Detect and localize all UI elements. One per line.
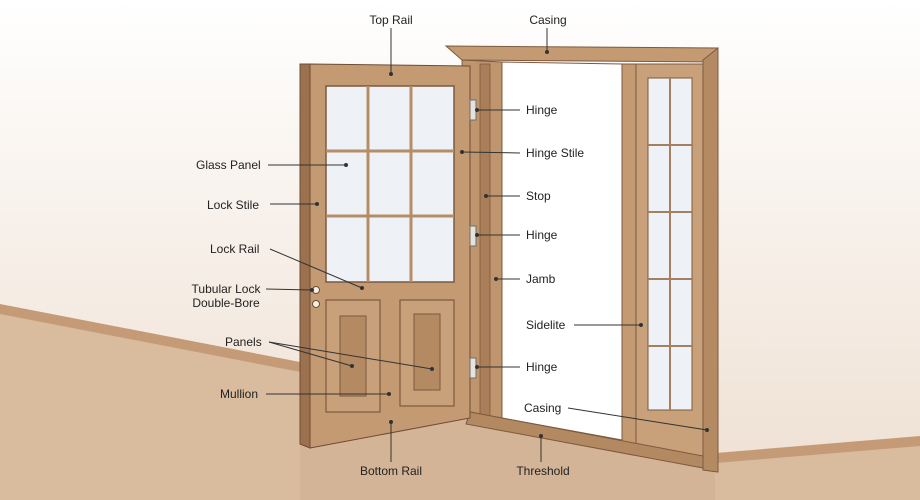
label-hinge-stile: Hinge Stile xyxy=(526,146,585,160)
raised-panel-right xyxy=(399,299,455,407)
casing-right xyxy=(702,46,719,473)
label-lock-rail: Lock Rail xyxy=(210,242,260,256)
label-stop: Stop xyxy=(526,189,551,203)
label-hinge-top: Hinge xyxy=(526,103,558,117)
label-tubular-lock-line1: Tubular Lock xyxy=(191,282,261,296)
floor xyxy=(0,312,300,500)
label-top-rail: Top Rail xyxy=(369,13,413,27)
threshold-piece xyxy=(465,411,704,469)
label-casing-top: Casing xyxy=(529,13,567,27)
baseboard-right xyxy=(716,436,920,463)
label-hinge-middle: Hinge xyxy=(526,228,558,242)
glass-panel xyxy=(325,85,455,283)
label-threshold: Threshold xyxy=(516,464,570,478)
label-lock-stile: Lock Stile xyxy=(207,198,260,212)
label-tubular-lock-line2: Double-Bore xyxy=(192,296,260,310)
label-glass-panel: Glass Panel xyxy=(196,158,261,172)
label-jamb: Jamb xyxy=(526,272,556,286)
mullion-post xyxy=(621,63,637,449)
leader-lines xyxy=(265,28,709,462)
sidelite-muntins xyxy=(648,78,692,410)
label-panels: Panels xyxy=(225,335,262,349)
label-tubular-lock: Tubular Lock Double-Bore xyxy=(192,282,261,310)
stop-strip xyxy=(479,63,491,419)
door-opening xyxy=(501,61,623,441)
hinge-middle xyxy=(469,225,477,247)
hinge-bottom xyxy=(469,357,477,379)
label-mullion: Mullion xyxy=(220,387,259,401)
glass-muntins xyxy=(326,86,454,282)
casing-top xyxy=(444,45,719,63)
baseboard xyxy=(0,304,300,372)
label-hinge-bottom: Hinge xyxy=(526,360,558,374)
lock-bore-lower xyxy=(312,300,320,308)
label-bottom-rail: Bottom Rail xyxy=(359,464,423,478)
door-edge xyxy=(299,63,311,449)
label-sidelite: Sidelite xyxy=(526,318,566,332)
label-casing-bottom: Casing xyxy=(524,401,562,415)
